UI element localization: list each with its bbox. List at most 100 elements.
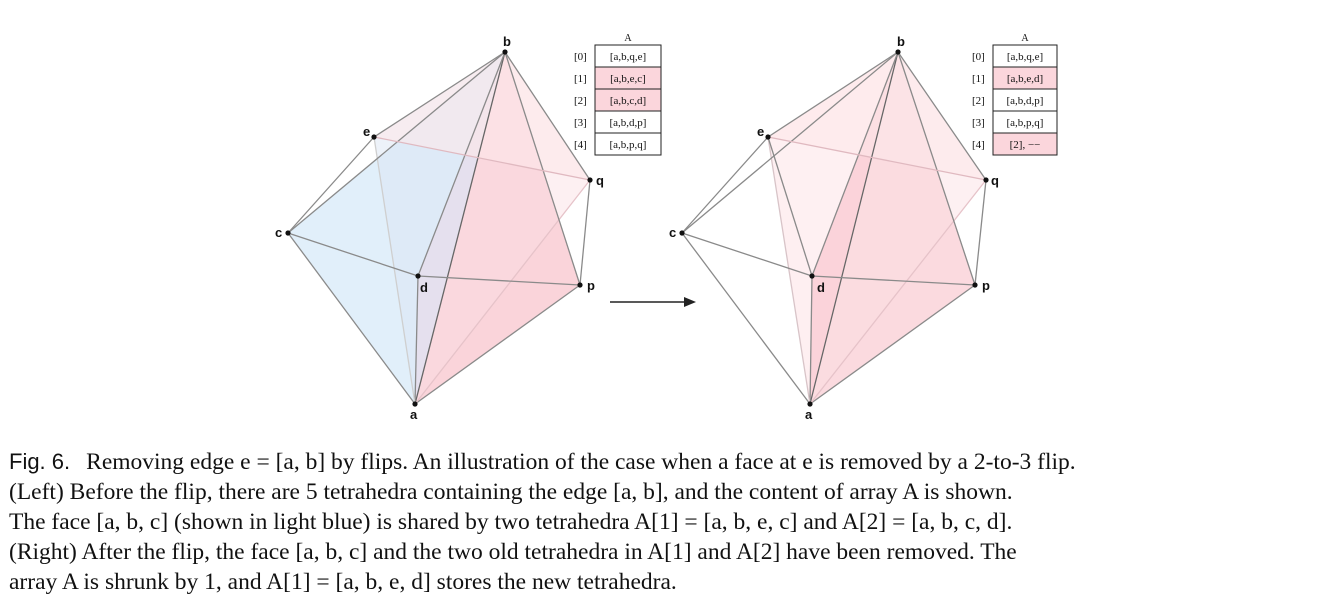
left-vertex-e (371, 134, 377, 140)
left-label-q: q (596, 173, 604, 188)
left-label-c: c (275, 225, 282, 240)
left-edge-bq (504, 51, 591, 181)
right-label-p: p (982, 278, 990, 293)
left-label-d: d (420, 280, 428, 295)
left-label-b: b (503, 34, 511, 49)
caption-line-1: Removing edge e = [a, b] by flips. An il… (86, 449, 1076, 475)
transition-arrow (610, 297, 696, 307)
right-edge-ce (681, 136, 769, 234)
left-array-cell-4 (594, 132, 662, 156)
right-edge-cd (681, 232, 813, 277)
left-vertex-c (285, 230, 291, 236)
left-mesh: a b c d e p q (275, 34, 604, 422)
left-array-index-0: [0] (574, 51, 587, 63)
caption-line-3: The face [a, b, c] (shown in light blue)… (9, 509, 1013, 535)
right-array-index-3: [3] (972, 117, 985, 129)
left-edge-aq (414, 179, 591, 405)
right-label-d: d (817, 280, 825, 295)
left-array-row: [0] [a,b,q,e] (574, 44, 662, 68)
figure-caption: Fig. 6. Removing edge e = [a, b] by flips… (9, 447, 1329, 597)
left-array-index-4: [4] (574, 139, 587, 151)
right-edge-be (767, 51, 899, 138)
left-vertex-d (415, 273, 421, 279)
right-array-value-4: [2], −− (1010, 139, 1041, 151)
left-edge-cd (287, 232, 419, 277)
left-edge-ac (287, 232, 416, 405)
right-vertex-p (972, 282, 978, 288)
caption-line: array A is shrunk by 1, and A[1] = [a, b… (9, 567, 1329, 597)
left-array-value-2: [a,b,c,d] (610, 95, 646, 107)
right-label-q: q (991, 173, 999, 188)
right-edge-ae (767, 136, 811, 405)
right-edge-de (767, 136, 813, 277)
left-edge-bc (287, 51, 506, 234)
left-array-row: [4] [a,b,p,q] (574, 132, 662, 156)
left-edge-ae (373, 136, 416, 405)
left-array-index-1: [1] (574, 73, 587, 85)
right-array-row: [4] [2], −− (972, 132, 1058, 156)
right-edge-ab (809, 51, 899, 405)
left-label-e: e (363, 124, 370, 139)
right-array-title: A (1021, 33, 1029, 44)
right-vertex-d (809, 273, 815, 279)
caption-line-2: (Left) Before the flip, there are 5 tetr… (9, 479, 1013, 505)
right-array-value-1: [a,b,e,d] (1007, 73, 1043, 85)
right-array-index-2: [2] (972, 95, 985, 107)
left-array-value-3: [a,b,d,p] (610, 117, 647, 129)
right-edge-bq (897, 51, 987, 181)
left-edge-ab (414, 51, 506, 405)
right-edge-ap (809, 284, 976, 405)
left-label-p: p (587, 278, 595, 293)
right-edge-bc (681, 51, 899, 234)
right-array-row: [3] [a,b,p,q] (972, 110, 1058, 134)
left-vertex-b (502, 49, 508, 55)
right-label-e: e (757, 124, 764, 139)
left-array-value-1: [a,b,e,c] (610, 73, 646, 85)
right-edge-pq (974, 179, 987, 286)
right-array-index-0: [0] (972, 51, 985, 63)
right-vertex-a (807, 401, 813, 407)
right-edge-eq (767, 136, 987, 181)
right-array-index-4: [4] (972, 139, 985, 151)
right-edge-bd (811, 51, 899, 277)
left-array-value-4: [a,b,p,q] (610, 139, 647, 151)
left-face-abp (415, 52, 580, 404)
left-edge-ad (414, 275, 419, 405)
right-vertex-q (983, 177, 989, 183)
right-label-c: c (669, 225, 676, 240)
figure-diagram: a b c d e p q A [0] [a,b,q,e] [1] [a,b,e… (275, 33, 1058, 422)
left-array-table: A [0] [a,b,q,e] [1] [a,b,e,c] [2] [a,b,c… (574, 33, 662, 156)
caption-line-5: array A is shrunk by 1, and A[1] = [a, b… (9, 569, 677, 595)
right-edge-dp (811, 275, 976, 286)
left-vertex-p (577, 282, 583, 288)
right-vertex-b (895, 49, 901, 55)
right-edge-ac (681, 232, 811, 405)
left-edge-eq (373, 136, 591, 181)
left-array-row: [1] [a,b,e,c] (574, 66, 662, 90)
right-array-table: A [0] [a,b,q,e] [1] [a,b,e,d] [2] [a,b,d… (972, 33, 1058, 156)
left-edge-bp (504, 51, 581, 286)
caption-line: (Left) Before the flip, there are 5 tetr… (9, 477, 1329, 507)
caption-line: The face [a, b, c] (shown in light blue)… (9, 507, 1329, 537)
right-array-row: [2] [a,b,d,p] (972, 88, 1058, 112)
figure-label: Fig. 6. (9, 449, 71, 474)
right-edge-ad (809, 275, 813, 405)
left-edge-bd (417, 51, 506, 277)
left-edge-pq (579, 179, 591, 286)
right-face-beq (768, 52, 986, 180)
right-edge-bp (897, 51, 976, 286)
left-array-value-0: [a,b,q,e] (610, 51, 646, 63)
right-array-value-3: [a,b,p,q] (1007, 117, 1044, 129)
left-vertex-a (412, 401, 418, 407)
left-array-row: [2] [a,b,c,d] (574, 88, 662, 112)
left-array-row: [3] [a,b,d,p] (574, 110, 662, 134)
left-edge-ap (414, 284, 581, 405)
right-array-value-2: [a,b,d,p] (1007, 95, 1044, 107)
caption-line: Fig. 6. Removing edge e = [a, b] by flips… (9, 447, 1329, 477)
left-array-index-2: [2] (574, 95, 587, 107)
left-vertex-q (587, 177, 593, 183)
right-label-b: b (897, 34, 905, 49)
right-label-a: a (805, 407, 813, 422)
caption-line: (Right) After the flip, the face [a, b, … (9, 537, 1329, 567)
right-array-value-0: [a,b,q,e] (1007, 51, 1043, 63)
